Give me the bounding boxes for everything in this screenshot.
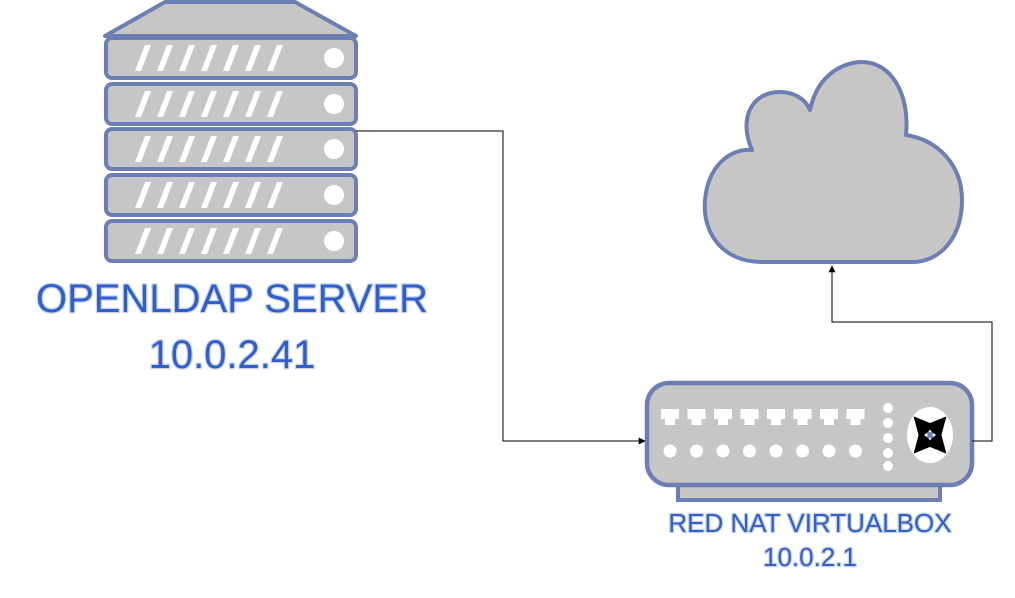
router-name-label: RED NAT VIRTUALBOX (668, 508, 951, 538)
server-rack-unit (104, 219, 358, 263)
router-port (661, 409, 679, 458)
router-port (714, 409, 732, 458)
connector-router-to-cloud (828, 265, 993, 442)
router-port (687, 409, 706, 458)
server-rack-unit (104, 173, 358, 217)
router-crossover-icon (907, 407, 953, 463)
connector-server-to-router (356, 130, 646, 445)
server-name-label: OPENLDAP SERVER (36, 277, 428, 321)
cloud-icon (702, 60, 964, 264)
router-icon (644, 380, 975, 502)
server-rack-unit (104, 36, 358, 80)
router-port (793, 409, 812, 458)
status-led (883, 461, 893, 471)
router-port (846, 409, 865, 458)
router-status-leds (883, 403, 893, 471)
router-ip-label: 10.0.2.1 (763, 542, 857, 572)
server-rack-unit (104, 127, 358, 171)
server-ip-label: 10.0.2.41 (149, 333, 316, 377)
status-led (883, 403, 893, 413)
status-led (883, 433, 893, 443)
status-led (883, 418, 893, 428)
router-port (820, 409, 838, 458)
status-led (883, 448, 893, 458)
server-icon (103, 0, 358, 263)
server-rack-unit (104, 82, 358, 126)
router-port (767, 409, 785, 458)
router-port (740, 409, 759, 458)
